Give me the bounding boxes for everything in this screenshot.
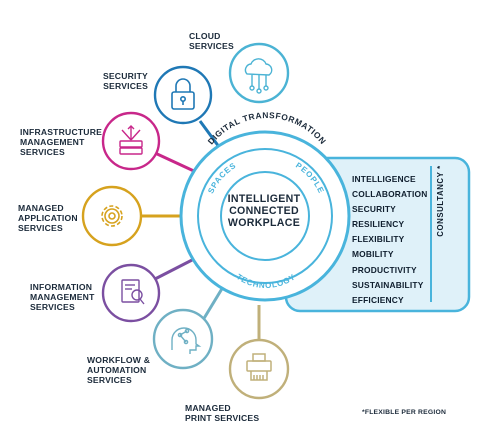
benefit-item: COLLABORATION	[352, 189, 428, 200]
label-line: INFORMATION	[30, 282, 93, 292]
benefit-item: FLEXIBILITY	[352, 234, 405, 245]
label-line: SERVICES	[103, 81, 148, 91]
service-application	[81, 185, 143, 247]
label-infrastructure-services: INFRASTRUCTURE MANAGEMENT SERVICES	[20, 127, 102, 157]
label-cloud-services: CLOUD SERVICES	[189, 31, 234, 51]
label-line: INFRASTRUCTURE	[20, 127, 103, 137]
hub-center-line: CONNECTED	[229, 205, 299, 217]
document-search-icon	[121, 279, 145, 305]
benefits-list: INTELLIGENCE COLLABORATION SECURITY RESI…	[352, 172, 427, 308]
server-arrows-icon	[119, 125, 143, 155]
connector-workflow	[201, 286, 225, 321]
connector-infrastructure	[154, 151, 197, 174]
label-line: MANAGED	[18, 203, 64, 213]
label-security-services: SECURITY SERVICES	[96, 71, 148, 91]
label-line: AUTOMATION	[87, 365, 147, 375]
connector-information	[154, 256, 197, 281]
service-circle-information	[101, 263, 161, 323]
label-line: PRINT SERVICES	[185, 413, 260, 423]
hub-inner-ring	[220, 171, 310, 261]
label-line: CLOUD	[189, 31, 221, 41]
label-line: SERVICES	[20, 147, 65, 157]
service-circle-security	[153, 65, 213, 125]
hub: DIGITAL TRANSFORMATION SPACES PEOPLE TEC…	[179, 110, 351, 302]
circuit-head-icon	[171, 327, 202, 354]
label-print-services: MANAGED PRINT SERVICES	[185, 403, 259, 423]
benefit-item: EFFICIENCY	[352, 294, 404, 305]
label-line: WORKFLOW &	[87, 355, 151, 365]
service-print	[228, 338, 290, 400]
padlock-icon	[171, 78, 195, 110]
benefit-item: INTELLIGENCE	[352, 174, 416, 184]
label-line: SECURITY	[102, 71, 148, 81]
service-information	[101, 263, 161, 323]
benefit-item: MOBILITY	[352, 249, 394, 260]
hub-center-title: INTELLIGENT CONNECTED WORKPLACE	[214, 193, 314, 229]
label-line: SERVICES	[189, 41, 234, 51]
service-circle-application	[81, 185, 143, 247]
cloud-network-icon	[244, 58, 273, 94]
benefit-item: RESILIENCY	[352, 219, 405, 230]
service-circle-cloud	[228, 42, 290, 104]
label-application-services: MANAGED APPLICATION SERVICES	[18, 203, 78, 233]
label-workflow-services: WORKFLOW & AUTOMATION SERVICES	[87, 355, 150, 385]
service-infrastructure	[101, 111, 161, 171]
benefit-item: SECURITY	[352, 204, 396, 215]
label-line: MANAGEMENT	[20, 137, 85, 147]
benefit-item: SUSTAINABILITY	[352, 279, 424, 290]
hub-center-line: INTELLIGENT	[227, 193, 301, 205]
service-circle-print	[228, 338, 290, 400]
label-line: MANAGEMENT	[30, 292, 95, 302]
consultancy-label: CONSULTANCY *	[436, 165, 445, 237]
label-line: SERVICES	[18, 223, 63, 233]
service-cloud	[228, 42, 290, 104]
service-security	[153, 65, 213, 125]
label-line: SERVICES	[87, 375, 132, 385]
gear-icon	[101, 205, 123, 227]
label-information-services: INFORMATION MANAGEMENT SERVICES	[30, 282, 95, 312]
label-line: APPLICATION	[18, 213, 78, 223]
printer-icon	[246, 353, 272, 381]
hub-center-line: WORKPLACE	[227, 217, 301, 229]
label-line: MANAGED	[185, 403, 231, 413]
label-line: SERVICES	[30, 302, 75, 312]
service-workflow	[152, 308, 214, 370]
benefit-item: PRODUCTIVITY	[352, 264, 417, 275]
footnote: *FLEXIBLE PER REGION	[362, 409, 447, 416]
